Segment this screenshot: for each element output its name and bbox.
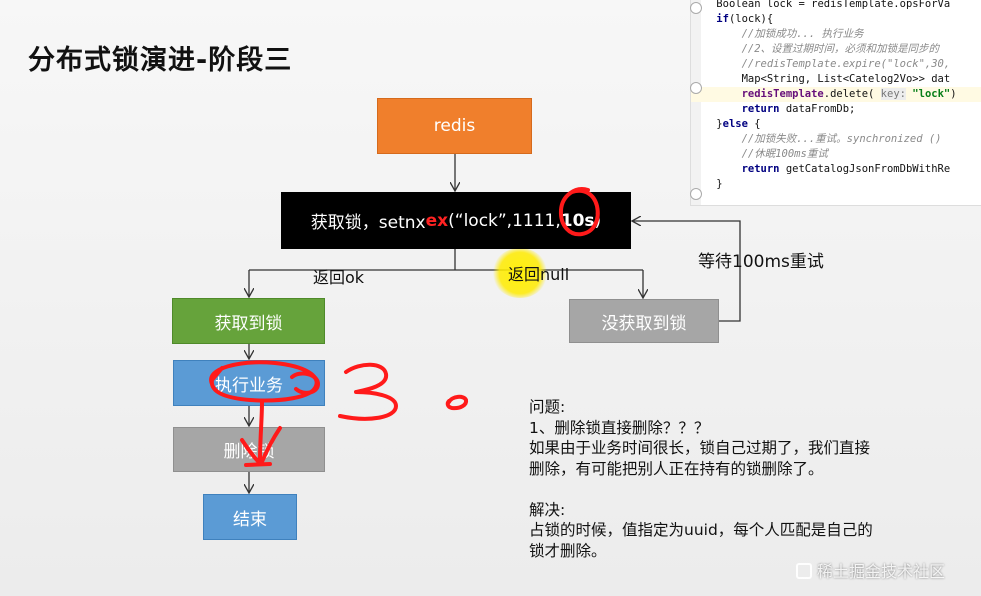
acquire-lock-label: 获取到锁 [214,313,283,334]
setnx-prefix: 获取锁，setnx [310,213,426,233]
redis-label: redis [433,116,476,136]
code-line: //redisTemplate.expire("lock",30, [741,58,951,70]
code-line: //加锁成功... 执行业务 [741,28,864,40]
code-line: //休眠100ms重试 [741,148,828,160]
solution-desc: 锁才删除。 [529,541,607,560]
code-gutter [691,0,701,205]
problem-title: 问题: [529,398,566,416]
setnx-ex-keyword: ex [425,210,449,231]
watermark-text: 稀土掘金技术社区 [817,562,946,581]
code-line: if(lock){ [716,13,774,25]
code-panel: Boolean lock = redisTemplate.opsForVa if… [690,0,981,206]
code-line: }else { [716,118,761,130]
code-line: //2、设置过期时间，必须和加锁是同步的 [741,43,940,55]
solution-desc: 占锁的时候，值指定为uuid，每个人匹配是自己的 [529,521,873,539]
code-line: //加锁失败...重试。synchronized () [741,133,942,145]
return-ok-label: 返回ok [313,268,365,287]
execute-business-node: 执行业务 [173,360,325,406]
arrow-retry-loop [633,221,741,322]
return-null-label: 返回null [508,265,570,284]
acquire-lock-node: 获取到锁 [172,298,325,344]
code-line: } [716,178,723,190]
panel-handle-icon[interactable] [690,2,702,14]
setnx-ttl: 10s [560,210,595,231]
code-line: return getCatalogJsonFromDbWithRe [741,163,951,175]
notes-block: 问题: 1、删除锁直接删除？？？ 如果由于业务时间很长，锁自己过期了，我们直接 … [529,397,969,561]
code-line: Map<String, List<Catelog2Vo>> dat [741,73,951,85]
panel-handle-icon[interactable] [690,188,702,200]
end-node: 结束 [203,494,297,540]
solution-title: 解决: [529,500,566,519]
redis-node: redis [377,98,532,154]
problem-desc: 删除，有可能把别人正在持有的锁删除了。 [529,459,824,478]
setnx-args: (“lock”,1111, [448,210,561,231]
cursor-highlight [492,248,548,298]
code-line: redisTemplate.delete( key: "lock") [691,87,981,102]
delete-lock-label: 删除锁 [223,442,275,462]
panel-handle-icon[interactable] [690,82,702,94]
watermark: 稀土掘金技术社区 [796,558,945,582]
problem-desc: 如果由于业务时间很长，锁自己过期了，我们直接 [529,439,871,457]
wait-retry-label: 等待100ms重试 [698,252,824,272]
slide-title: 分布式锁演进-阶段三 [28,45,293,76]
no-lock-label: 没获取到锁 [601,313,687,334]
end-label: 结束 [233,509,267,530]
setnx-suffix: ) [594,210,602,231]
problem-item: 1、删除锁直接删除？？？ [529,418,710,437]
delete-lock-node: 删除锁 [173,427,325,472]
no-lock-node: 没获取到锁 [569,299,719,343]
notes-spacer [529,479,969,500]
code-line: Boolean lock = redisTemplate.opsForVa [716,0,951,10]
juejin-logo-icon [796,563,812,579]
execute-business-label: 执行业务 [215,375,283,396]
code-line: return dataFromDb; [741,103,856,115]
